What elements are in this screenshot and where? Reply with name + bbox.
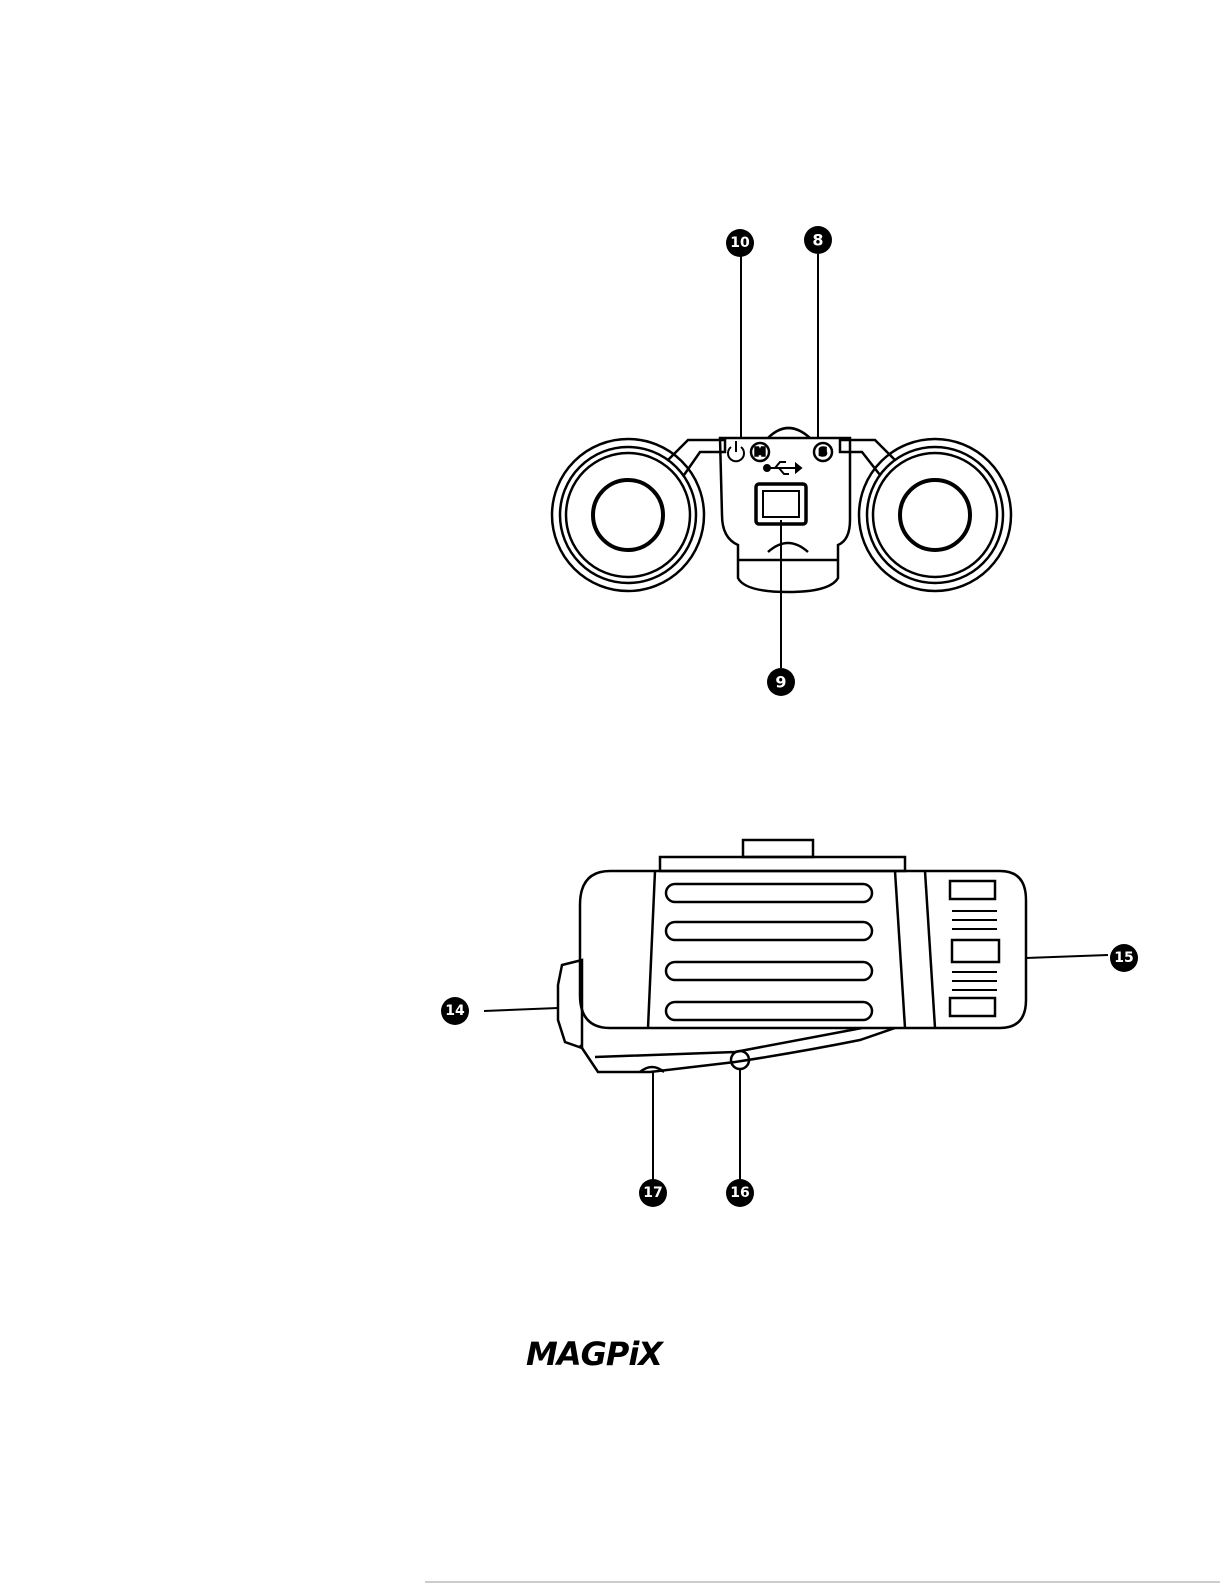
callout-16: 16 bbox=[726, 1179, 754, 1207]
front-view: M S bbox=[552, 254, 1011, 668]
magpix-logo: MAGPiX bbox=[526, 1335, 664, 1373]
callout-16-label: 16 bbox=[730, 1185, 749, 1201]
callout-14-label: 14 bbox=[445, 1003, 465, 1019]
callout-14: 14 bbox=[441, 997, 469, 1025]
side-body bbox=[580, 871, 1026, 1028]
bottom-housing bbox=[580, 1028, 895, 1072]
usb-icon bbox=[764, 462, 801, 474]
leader-line-15 bbox=[1026, 955, 1108, 958]
callout-17-label: 17 bbox=[643, 1185, 662, 1201]
shutter-button: S bbox=[814, 443, 832, 461]
callout-15-label: 15 bbox=[1114, 950, 1133, 966]
eyepiece-band bbox=[925, 871, 935, 1028]
callout-10-label: 10 bbox=[730, 235, 750, 251]
grip-slot-1 bbox=[666, 884, 872, 902]
center-notch bbox=[768, 543, 808, 552]
eyepiece-ridges bbox=[952, 911, 997, 990]
callout-10: 10 bbox=[726, 229, 754, 257]
eyepiece-tab-1 bbox=[950, 881, 995, 899]
callout-8: 8 bbox=[804, 226, 832, 254]
grip-band-right bbox=[895, 871, 905, 1028]
top-rail bbox=[660, 857, 905, 871]
mode-button: M bbox=[751, 443, 769, 461]
callout-8-label: 8 bbox=[812, 231, 823, 250]
grip-slot-3 bbox=[666, 962, 872, 980]
mode-letter: M bbox=[755, 446, 766, 459]
power-icon bbox=[728, 441, 744, 461]
grip-slot-4 bbox=[666, 1002, 872, 1020]
callout-15: 15 bbox=[1110, 944, 1138, 972]
grip-slot-2 bbox=[666, 922, 872, 940]
callout-17: 17 bbox=[639, 1179, 667, 1207]
leader-line-14 bbox=[484, 1008, 558, 1011]
left-lens bbox=[552, 439, 704, 591]
top-rail-knob bbox=[743, 840, 813, 857]
usb-port-inner bbox=[763, 491, 799, 517]
eyepiece-tab-2 bbox=[952, 940, 999, 962]
bottom-housing-inner bbox=[595, 1028, 862, 1057]
focus-knob bbox=[768, 428, 810, 438]
callout-9-label: 9 bbox=[775, 673, 786, 692]
callout-9: 9 bbox=[767, 668, 795, 696]
right-lens bbox=[859, 439, 1011, 591]
grip-band-left bbox=[648, 871, 655, 1028]
eyepiece-tab-3 bbox=[950, 998, 995, 1016]
front-cap bbox=[558, 960, 582, 1048]
side-view bbox=[484, 840, 1108, 1180]
shutter-letter: S bbox=[819, 446, 827, 459]
